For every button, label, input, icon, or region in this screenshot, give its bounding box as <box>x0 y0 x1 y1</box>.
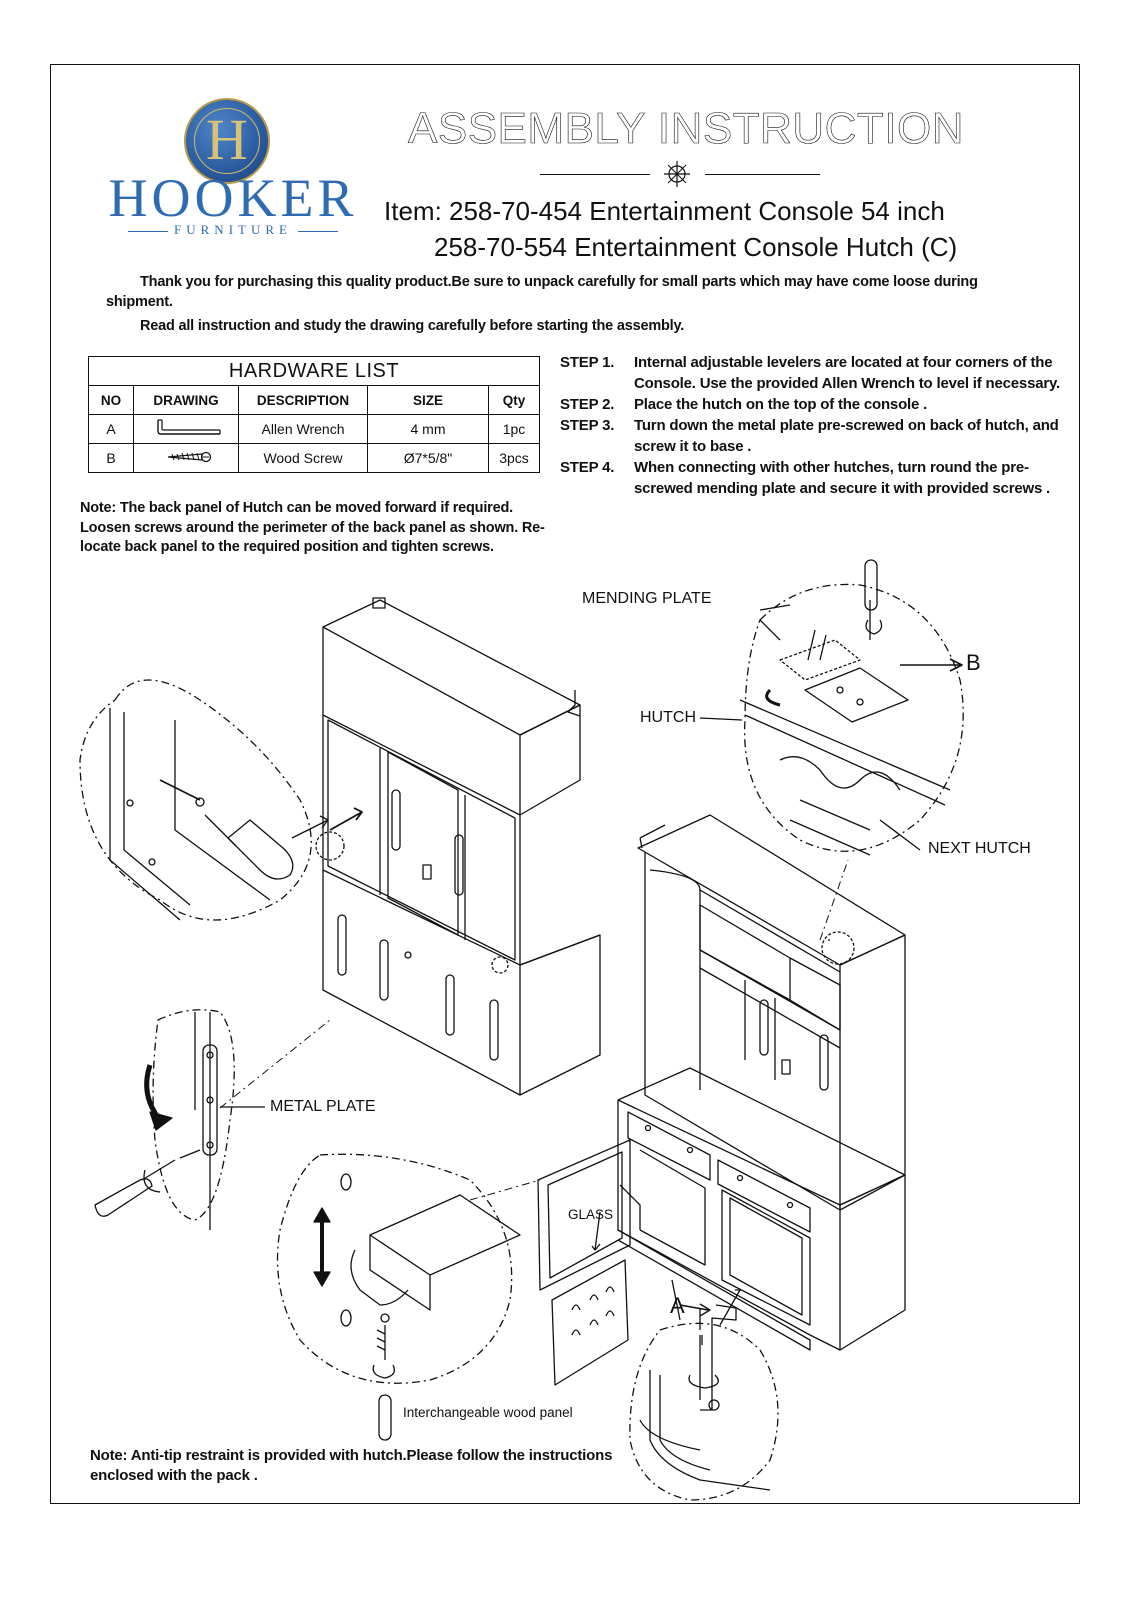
back-panel-detail <box>79 679 363 921</box>
page-title: ASSEMBLY INSTRUCTION <box>408 104 965 154</box>
logo-letter: H <box>206 107 248 172</box>
compass-ornament-icon <box>664 161 690 187</box>
title-rule-right <box>705 174 820 175</box>
cell-qty: 3pcs <box>488 443 540 473</box>
steps-list: STEP 1. Internal adjustable levelers are … <box>560 352 1060 499</box>
logo-ring <box>194 108 260 174</box>
table-row: B Wood Screw Ø7*5/8" 3pcs <box>88 443 540 473</box>
cell-description: Allen Wrench <box>238 414 368 444</box>
item-line-1: Item: 258-70-454 Entertainment Console 5… <box>384 196 945 226</box>
cell-qty: 1pc <box>488 414 540 444</box>
step-text: When connecting with other hutches, turn… <box>634 459 1051 497</box>
step-3: STEP 3. Turn down the metal plate pre-scr… <box>560 415 1060 457</box>
label-a: A <box>670 1293 685 1318</box>
label-mending-plate: MENDING PLATE <box>582 590 712 607</box>
step-label: STEP 4. <box>560 459 615 476</box>
step-label: STEP 3. <box>560 417 615 434</box>
item-line-2: 258-70-554 Entertainment Console Hutch (… <box>434 232 958 262</box>
step-1: STEP 1. Internal adjustable levelers are … <box>560 352 1060 394</box>
brand-logo-mark: H <box>184 98 270 184</box>
hardware-list-caption: HARDWARE LIST <box>88 356 540 386</box>
metal-plate-detail <box>94 1009 331 1230</box>
label-metal-plate: METAL PLATE <box>270 1098 376 1115</box>
step-text: Place the hutch on the top of the consol… <box>634 396 928 413</box>
label-b: B <box>966 650 981 675</box>
cell-size: 4 mm <box>367 414 489 444</box>
col-description: DESCRIPTION <box>238 385 368 415</box>
col-qty: Qty <box>488 385 540 415</box>
brand-logo-sub: FURNITURE <box>108 222 358 238</box>
step-2: STEP 2. Place the hutch on the top of the… <box>560 394 1060 415</box>
anti-tip-note: Note: Anti-tip restraint is provided wit… <box>90 1447 613 1484</box>
back-panel-note: Note: The back panel of Hutch can be mov… <box>80 500 545 555</box>
cell-description: Wood Screw <box>238 443 368 473</box>
step-label: STEP 1. <box>560 354 615 371</box>
label-hutch: HUTCH <box>640 709 696 726</box>
cell-drawing <box>133 443 239 473</box>
intro-paragraph-2: Read all instruction and study the drawi… <box>140 318 685 334</box>
logo-subtext: FURNITURE <box>174 222 292 237</box>
hutch-back-view <box>315 597 601 1096</box>
col-drawing: DRAWING <box>133 385 239 415</box>
page-border <box>50 64 1080 1504</box>
title-rule-left <box>540 174 650 175</box>
mending-plate-detail <box>699 559 964 941</box>
step-label: STEP 2. <box>560 396 615 413</box>
intro-text: Thank you for purchasing this quality pr… <box>106 272 1026 336</box>
shelf-pin-detail <box>276 1153 541 1441</box>
allen-wrench-icon <box>157 418 221 435</box>
step-4: STEP 4. When connecting with other hutche… <box>560 457 1060 499</box>
console-front-view <box>617 814 906 1351</box>
label-wood-panel: Interchangeable wood panel <box>403 1405 573 1420</box>
intro-paragraph-1: Thank you for purchasing this quality pr… <box>106 274 978 310</box>
wood-screw-icon <box>167 451 212 462</box>
wood-panel <box>551 1211 629 1386</box>
brand-logo-word: HOOKER <box>108 168 358 228</box>
hardware-list-table: HARDWARE LIST NO DRAWING DESCRIPTION SIZ… <box>88 356 540 473</box>
label-glass: GLASS <box>568 1207 614 1222</box>
table-row: A Allen Wrench 4 mm 1pc <box>88 414 540 444</box>
glass-door <box>537 1139 706 1291</box>
label-next-hutch: NEXT HUTCH <box>928 840 1031 857</box>
leveler-detail <box>629 1303 779 1501</box>
step-text: Internal adjustable levelers are located… <box>634 354 1060 392</box>
col-no: NO <box>88 385 134 415</box>
step-text: Turn down the metal plate pre-screwed on… <box>634 417 1059 455</box>
